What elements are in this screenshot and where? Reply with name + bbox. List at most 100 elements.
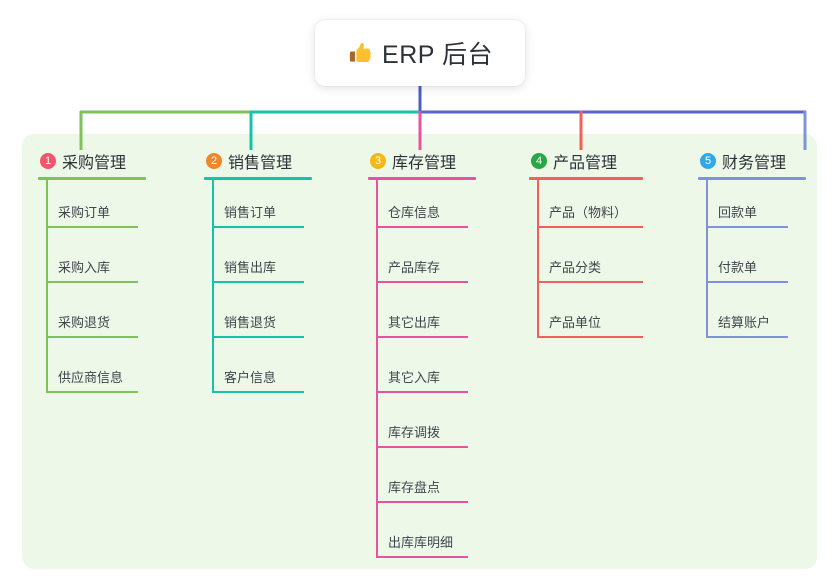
column-spine-5 [706,180,708,337]
column-rule-4 [529,177,643,180]
column-5: 5 财务管理回款单付款单结算账户 [698,150,806,345]
column-title-2: 销售管理 [228,155,293,172]
leaf-item-underline [376,446,468,448]
column-title-5: 财务管理 [722,155,787,172]
column-spine-2 [212,180,214,392]
leaf-item-label: 结算账户 [718,315,771,330]
leaf-item[interactable]: 产品（物料） [529,180,643,235]
diagram-background-panel [22,134,817,569]
leaf-item[interactable]: 结算账户 [698,290,806,345]
leaf-item[interactable]: 其它入库 [368,345,476,400]
column-rule-2 [204,177,312,180]
column-title-3: 库存管理 [392,155,457,172]
root-node-card[interactable]: ERP 后台 [315,20,525,86]
column-spine-4 [537,180,539,337]
leaf-item-label: 产品单位 [549,315,602,330]
column-rule-1 [38,177,146,180]
column-badge-4: 4 [531,153,547,169]
leaf-item[interactable]: 客户信息 [204,345,312,400]
column-badge-2: 2 [206,153,222,169]
leaf-item-underline [212,226,304,228]
root-node-content: ERP 后台 [347,35,493,71]
leaf-item-label: 销售退货 [224,315,277,330]
column-badge-5: 5 [700,153,716,169]
column-spine-1 [46,180,48,392]
leaf-item[interactable]: 产品分类 [529,235,643,290]
leaf-item[interactable]: 出库库明细 [368,510,476,565]
leaf-item[interactable]: 销售订单 [204,180,312,235]
column-2: 2 销售管理销售订单销售出库销售退货客户信息 [204,150,312,400]
leaf-item-underline [376,336,468,338]
leaf-item-label: 供应商信息 [58,370,124,385]
column-4: 4 产品管理产品（物料） 产品分类产品单位 [529,150,643,345]
leaf-item-label: 产品分类 [549,260,602,275]
leaf-list-3: 仓库信息产品库存其它出库其它入库库存调拨库存盘点出库库明细 [368,180,476,565]
leaf-list-4: 产品（物料） 产品分类产品单位 [529,180,643,345]
leaf-item-underline [212,281,304,283]
leaf-item[interactable]: 回款单 [698,180,806,235]
leaf-item-label: 产品库存 [388,260,441,275]
leaf-item[interactable]: 仓库信息 [368,180,476,235]
column-3: 3 库存管理仓库信息产品库存其它出库其它入库库存调拨库存盘点出库库明细 [368,150,476,565]
column-spine-3 [376,180,378,557]
leaf-item-label: 采购退货 [58,315,111,330]
leaf-item-underline [537,226,643,228]
leaf-item-underline [706,281,788,283]
leaf-item-label: 其它入库 [388,370,441,385]
leaf-item[interactable]: 付款单 [698,235,806,290]
leaf-list-5: 回款单付款单结算账户 [698,180,806,345]
leaf-item-underline [212,336,304,338]
leaf-item-underline [46,336,138,338]
leaf-item-label: 客户信息 [224,370,277,385]
leaf-item-underline [376,281,468,283]
leaf-item-label: 其它出库 [388,315,441,330]
column-header-2[interactable]: 2 销售管理 [204,150,312,172]
leaf-item-underline [46,281,138,283]
leaf-item[interactable]: 采购入库 [38,235,146,290]
column-1: 1 采购管理采购订单采购入库采购退货供应商信息 [38,150,146,400]
leaf-item-label: 销售订单 [224,205,277,220]
leaf-item-underline [376,556,468,558]
leaf-item-label: 库存盘点 [388,480,441,495]
leaf-item-label: 采购入库 [58,260,111,275]
leaf-item[interactable]: 采购订单 [38,180,146,235]
column-header-5[interactable]: 5 财务管理 [698,150,806,172]
leaf-item-underline [376,226,468,228]
leaf-item-label: 仓库信息 [388,205,441,220]
leaf-list-2: 销售订单销售出库销售退货客户信息 [204,180,312,400]
leaf-item-underline [537,336,643,338]
column-title-1: 采购管理 [62,155,127,172]
column-header-1[interactable]: 1 采购管理 [38,150,146,172]
leaf-item[interactable]: 库存调拨 [368,400,476,455]
leaf-item-label: 产品（物料） [549,205,628,220]
leaf-list-1: 采购订单采购入库采购退货供应商信息 [38,180,146,400]
column-badge-3: 3 [370,153,386,169]
thumbs-up-icon [349,43,371,63]
leaf-item-underline [376,501,468,503]
leaf-item-underline [46,391,138,393]
leaf-item[interactable]: 采购退货 [38,290,146,345]
column-title-4: 产品管理 [553,155,618,172]
root-node-title: ERP 后台 [382,41,493,69]
column-rule-3 [368,177,476,180]
leaf-item[interactable]: 产品单位 [529,290,643,345]
leaf-item[interactable]: 库存盘点 [368,455,476,510]
leaf-item[interactable]: 供应商信息 [38,345,146,400]
leaf-item-underline [706,226,788,228]
leaf-item-underline [706,336,788,338]
leaf-item[interactable]: 销售退货 [204,290,312,345]
leaf-item[interactable]: 产品库存 [368,235,476,290]
column-rule-5 [698,177,806,180]
leaf-item-underline [376,391,468,393]
leaf-item-label: 回款单 [718,205,758,220]
leaf-item-label: 销售出库 [224,260,277,275]
leaf-item-underline [212,391,304,393]
column-header-4[interactable]: 4 产品管理 [529,150,643,172]
column-badge-1: 1 [40,153,56,169]
leaf-item[interactable]: 销售出库 [204,235,312,290]
column-header-3[interactable]: 3 库存管理 [368,150,476,172]
leaf-item-underline [46,226,138,228]
leaf-item[interactable]: 其它出库 [368,290,476,345]
leaf-item-label: 付款单 [718,260,758,275]
